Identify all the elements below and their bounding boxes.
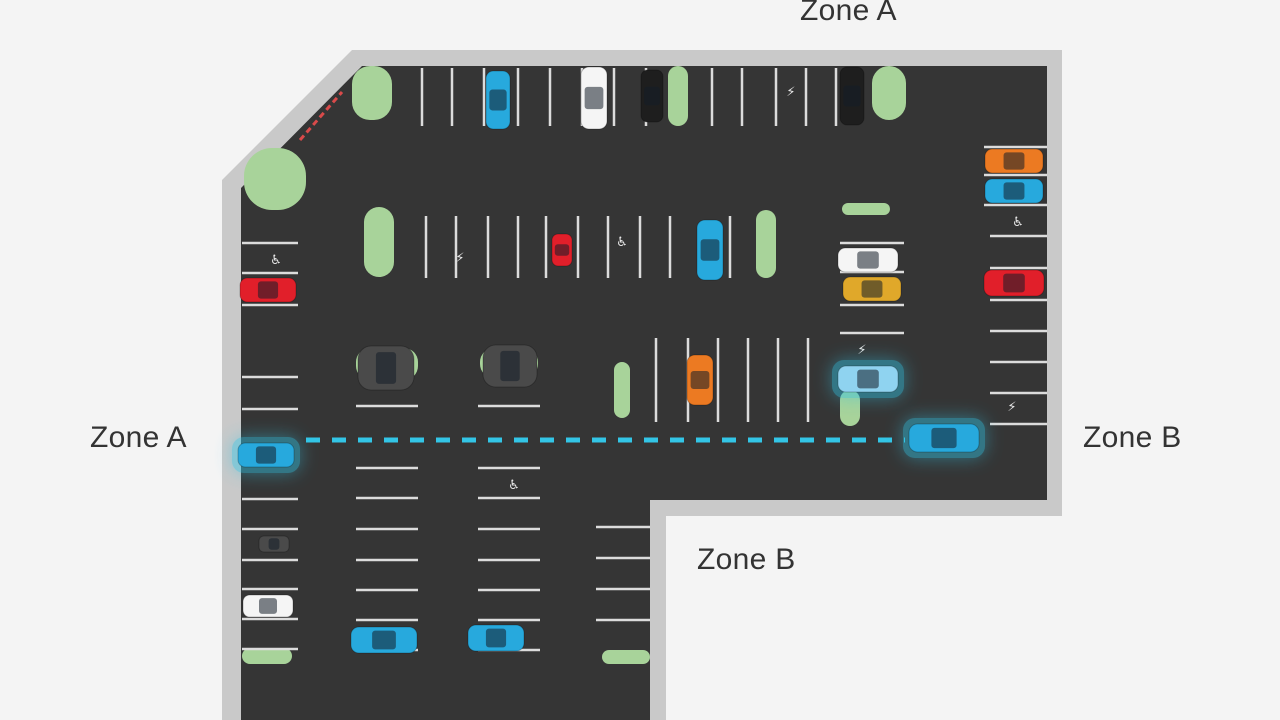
planter (602, 650, 650, 664)
stall-lines (242, 68, 1047, 652)
car-roof (1003, 182, 1025, 200)
planter (244, 148, 306, 210)
stall-glyph: ♿ (1012, 215, 1024, 230)
stall-glyph: ♿ (616, 235, 628, 250)
car (258, 535, 290, 553)
car-roof (1003, 152, 1025, 170)
lot-asphalt (241, 66, 1047, 720)
car-roof (1003, 273, 1025, 293)
start-car (232, 437, 300, 473)
car-roof (857, 369, 879, 389)
zone-label-right: Zone B (1083, 421, 1182, 454)
car-roof (931, 427, 957, 449)
planter (842, 203, 890, 215)
zone-label-left: Zone A (90, 421, 187, 454)
zone-label-bottom: Zone B (697, 543, 796, 576)
car (482, 344, 538, 388)
planter (840, 390, 860, 426)
car (983, 269, 1045, 297)
curb-stripe (298, 91, 344, 141)
car (357, 345, 415, 391)
car (350, 626, 418, 654)
planter (614, 362, 630, 418)
car-roof (644, 86, 660, 106)
car-roof (700, 239, 720, 261)
cars-group (232, 66, 1045, 654)
car-roof (584, 86, 604, 110)
car (839, 66, 865, 126)
car-roof (255, 446, 277, 464)
car (551, 233, 573, 267)
car-roof (857, 251, 879, 269)
car-roof (372, 630, 396, 650)
stall-glyph: ⚡ (455, 251, 464, 266)
car (696, 219, 724, 281)
car-roof (489, 89, 507, 111)
car (485, 70, 511, 130)
car (640, 69, 664, 123)
zone-label-top: Zone A (800, 0, 897, 27)
car-roof (861, 280, 883, 298)
car (242, 594, 294, 618)
car-roof (843, 85, 861, 107)
planter (872, 66, 906, 120)
car-roof (257, 281, 279, 299)
car (984, 148, 1044, 174)
car (837, 247, 899, 273)
planter (242, 648, 292, 664)
car (686, 354, 714, 406)
car-roof (554, 244, 570, 256)
car-roof (375, 352, 397, 384)
car-roof (500, 350, 520, 382)
car-roof (268, 538, 280, 550)
car-roof (690, 371, 710, 389)
planter (364, 207, 394, 277)
car (832, 360, 904, 398)
car (984, 178, 1044, 204)
car (467, 624, 525, 652)
planter (352, 66, 392, 120)
stall-glyph: ⚡ (857, 343, 866, 358)
stall-glyph: ♿ (508, 478, 520, 493)
planter (668, 66, 688, 126)
stall-glyph: ⚡ (1007, 400, 1016, 415)
destination-car (903, 418, 985, 458)
car (239, 277, 297, 303)
car-roof (485, 628, 507, 648)
planter (756, 210, 776, 278)
stall-glyph: ♿ (270, 253, 282, 268)
car (842, 276, 902, 302)
car-roof (259, 598, 277, 614)
stall-markings: ♿ ⚡ ♿ ⚡ ♿ ⚡ ♿ ⚡ (270, 85, 1024, 493)
stall-glyph: ⚡ (786, 85, 795, 100)
car (580, 66, 608, 130)
